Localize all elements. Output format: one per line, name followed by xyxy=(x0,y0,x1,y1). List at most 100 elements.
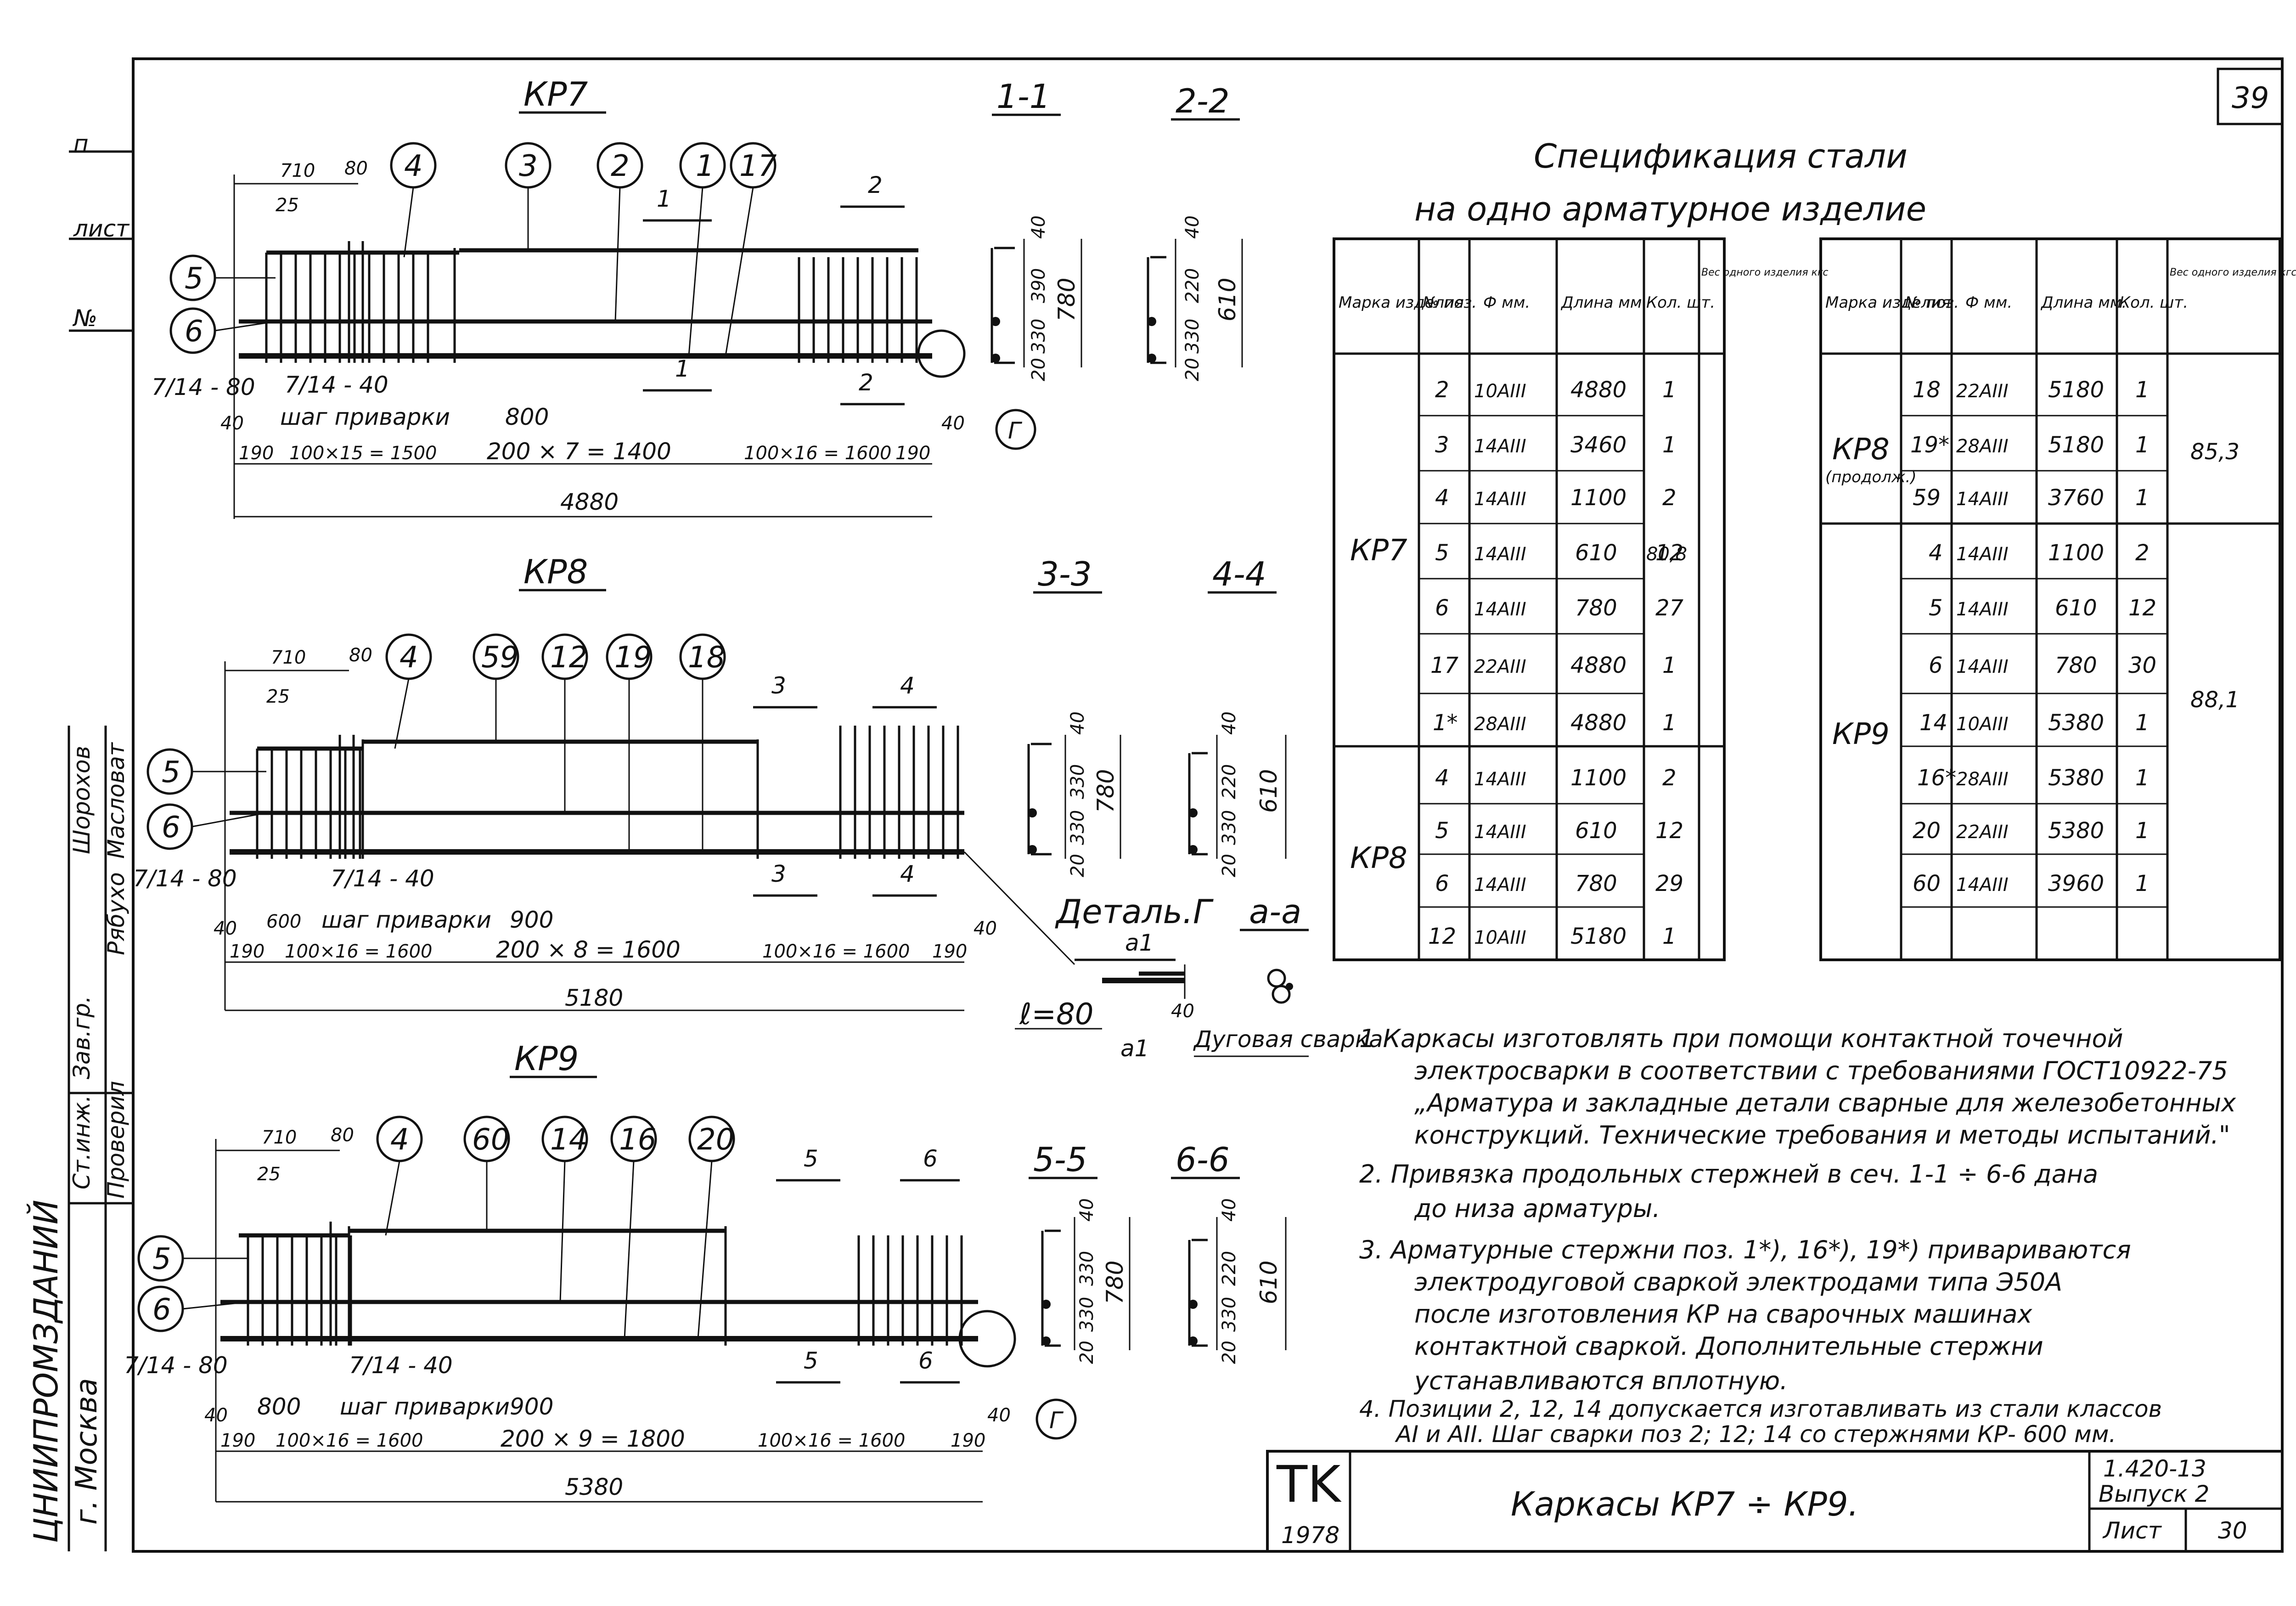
end-gap-label: 40 xyxy=(987,1405,1011,1426)
frame-title: КР7 xyxy=(523,75,588,113)
sec-dim: 780 xyxy=(1053,278,1080,321)
len-cell: 780 xyxy=(2055,653,2097,678)
ribs-right xyxy=(857,1235,963,1346)
pos-cell: 14 xyxy=(1919,710,1947,736)
pos-cell: 5 xyxy=(1435,540,1449,566)
note-line: АI и АII. Шаг сварки поз 2; 12; 14 со ст… xyxy=(1395,1421,2116,1448)
pos-cell: 59 xyxy=(1913,485,1941,511)
len-cell: 1100 xyxy=(2048,540,2104,566)
detail-mark: Г xyxy=(1008,417,1023,444)
note-line: „Арматура и закладные детали сварные для… xyxy=(1414,1088,2236,1117)
position-mark: 6 xyxy=(162,811,180,845)
end-label: 7/14 - 80 xyxy=(124,1352,228,1379)
qty-cell: 1 xyxy=(1662,377,1677,403)
sec-dim: 20 xyxy=(1076,1341,1097,1364)
stamp-role: Ст.инж. xyxy=(68,1095,95,1189)
cut-label: 2 xyxy=(859,369,873,396)
note-line: 2. Привязка продольных стержней в сеч. 1… xyxy=(1359,1160,2098,1189)
sec-dim: 330 xyxy=(1067,810,1088,845)
col-header: Длина мм. xyxy=(1560,293,1647,312)
pos-cell: 19* xyxy=(1910,432,1949,458)
weld-step-label: шаг приварки xyxy=(321,907,491,933)
row-dim: 190 xyxy=(239,443,274,464)
len-cell: 610 xyxy=(1575,540,1617,566)
detail-title: Деталь.Г xyxy=(1055,892,1214,931)
org-city: г. Москва xyxy=(70,1378,104,1525)
position-mark: 14 xyxy=(550,1123,587,1157)
sec-dim: 20 xyxy=(1028,358,1049,381)
col-header: Ф мм. xyxy=(1483,293,1530,312)
end-gap-label: 40 xyxy=(941,413,965,434)
stamp-year: 1978 xyxy=(1281,1522,1339,1549)
section-title: 1-1 xyxy=(996,77,1051,116)
pos-cell: 18 xyxy=(1913,377,1941,403)
sec-dim: 40 xyxy=(1067,711,1088,735)
notes: 1 Каркасы изготовлять при помощи контакт… xyxy=(1359,1024,2236,1448)
sec-dim: 20 xyxy=(1219,1341,1240,1364)
dia-cell: 14АIII xyxy=(1474,874,1526,896)
doc-issue: Выпуск 2 xyxy=(2099,1481,2209,1507)
dia-cell: 14АIII xyxy=(1474,599,1526,620)
left-stamp: п лист № ЦНИИПРОМЗДАНИЙ г. Москва Ст.инж… xyxy=(27,130,133,1551)
detail-cut: а1 xyxy=(1120,1035,1149,1062)
dim-label: 80 xyxy=(349,645,372,666)
len-cell: 5180 xyxy=(2048,377,2104,403)
dia-cell: 28АIII xyxy=(1956,769,2009,790)
col-header: Ф мм. xyxy=(1965,293,2012,312)
dia-cell: 10АIII xyxy=(1474,927,1526,948)
row-dim: 100×16 = 1600 xyxy=(285,941,433,962)
pos-cell: 3 xyxy=(1435,432,1449,458)
total-length: 5180 xyxy=(565,985,623,1011)
end-gap-label: 600 xyxy=(266,911,301,932)
qty-cell: 1 xyxy=(1662,432,1677,458)
note-line: после изготовления КР на сварочных машин… xyxy=(1414,1300,2033,1329)
cut-label: 3 xyxy=(771,672,786,699)
dia-cell: 14АIII xyxy=(1956,599,2009,620)
left-side-label: п xyxy=(73,130,89,157)
stamp-name: Масловат xyxy=(103,742,129,859)
stamp-logo: TK xyxy=(1276,1455,1342,1514)
position-mark: 16 xyxy=(619,1123,656,1157)
position-mark: 5 xyxy=(152,1242,171,1276)
dia-cell: 14АIII xyxy=(1474,822,1526,843)
position-mark: 6 xyxy=(152,1293,171,1327)
pos-cell: 20 xyxy=(1913,818,1941,844)
frame-kr7: КР7 4 3 2 xyxy=(152,75,1243,519)
position-mark: 2 xyxy=(611,149,630,183)
qty-cell: 1 xyxy=(1662,653,1677,678)
qty-cell: 1 xyxy=(1662,924,1677,949)
qty-cell: 12 xyxy=(2128,595,2156,621)
ribs-right xyxy=(839,726,959,859)
cut-label: 3 xyxy=(771,861,786,887)
spec-section: Спецификация стали на одно арматурное из… xyxy=(1333,137,2296,961)
title-block: TK 1978 Каркасы КР7 ÷ КР9. 1.420-13 Выпу… xyxy=(1266,1450,2284,1553)
spec-title: Спецификация стали xyxy=(1534,137,1908,175)
len-cell: 5180 xyxy=(2048,432,2104,458)
position-mark: 5 xyxy=(185,262,203,296)
sec-dim: 20 xyxy=(1067,854,1088,877)
end-label: 7/14 - 80 xyxy=(133,865,237,892)
len-cell: 4880 xyxy=(1570,377,1626,403)
len-cell: 610 xyxy=(1575,818,1617,844)
dia-cell: 14АIII xyxy=(1956,874,2009,896)
pos-cell: 16* xyxy=(1917,765,1956,791)
note-line: контактной сваркой. Дополнительные стерж… xyxy=(1414,1332,2043,1361)
dia-cell: 14АIII xyxy=(1474,489,1526,510)
dim-label: 25 xyxy=(266,686,290,707)
pos-cell: 12 xyxy=(1428,924,1456,949)
sec-dim: 610 xyxy=(1255,769,1282,813)
mid-gap-label: 900 xyxy=(510,1393,553,1420)
pos-cell: 5 xyxy=(1435,818,1449,844)
sheet-label: Лист xyxy=(2102,1517,2162,1544)
dia-cell: 22АIII xyxy=(1956,381,2009,402)
qty-cell: 1 xyxy=(2135,710,2150,736)
col-header: Марка изделия xyxy=(1825,293,1951,312)
note-line: конструкций. Технические требования и ме… xyxy=(1414,1121,2230,1150)
dim-label: 25 xyxy=(257,1164,281,1185)
sec-dim: 40 xyxy=(1028,215,1049,239)
pos-cell: 4 xyxy=(1435,765,1449,791)
sec-dim: 40 xyxy=(1219,1198,1240,1222)
col-header: Кол. шт. xyxy=(1646,293,1715,312)
row-dim: 190 xyxy=(951,1430,985,1451)
ribs-left xyxy=(256,735,361,859)
